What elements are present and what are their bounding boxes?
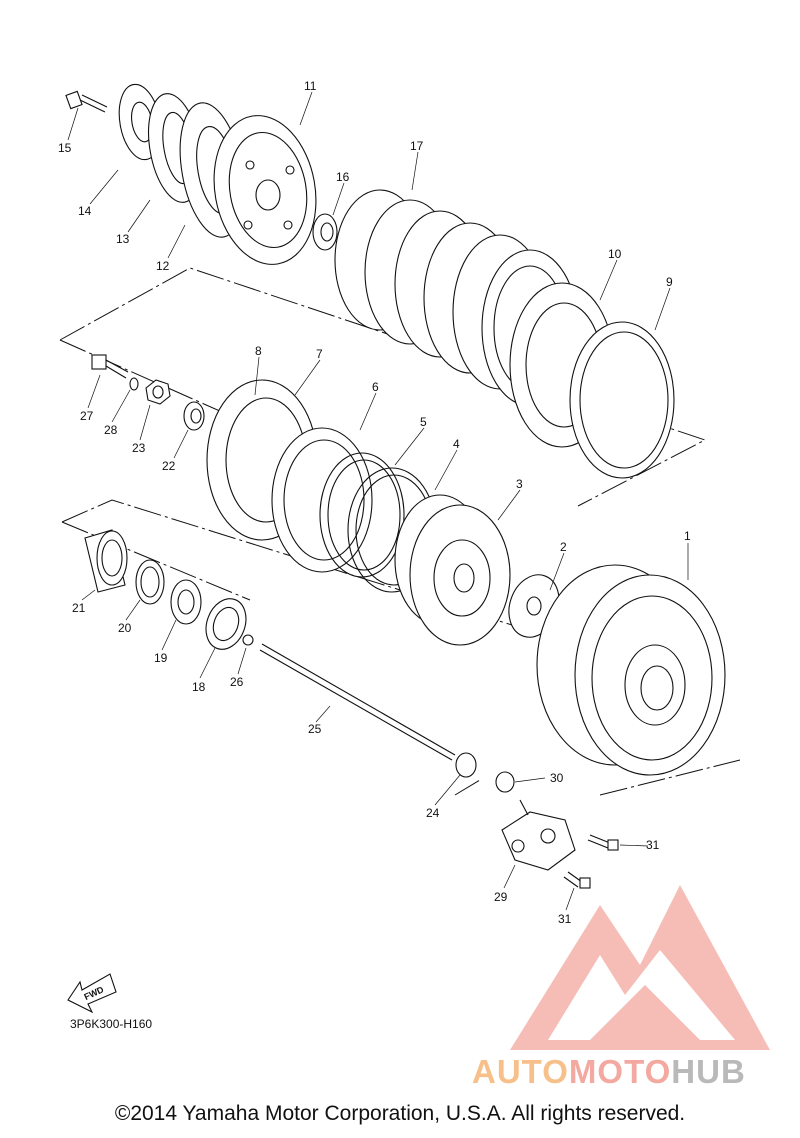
part-19-bearing <box>170 579 202 625</box>
label-8: 8 <box>255 344 262 358</box>
part-29-release-lever <box>501 799 576 871</box>
label-31-lower: 31 <box>558 912 572 926</box>
label-31-upper: 31 <box>646 838 660 852</box>
label-4: 4 <box>453 437 460 451</box>
watermark-part-moto: MOTO <box>568 1053 672 1090</box>
label-3: 3 <box>516 477 523 491</box>
part-21-sleeve <box>84 529 128 593</box>
part-18-washer <box>205 598 247 650</box>
label-16: 16 <box>336 170 350 184</box>
label-12: 12 <box>156 259 170 273</box>
part-labels: 1 2 3 4 5 6 7 8 9 10 11 12 13 14 15 16 1… <box>58 79 691 926</box>
diagram-code: 3P6K300-H160 <box>70 1017 153 1031</box>
watermark-text: AUTOMOTOHUB <box>472 1053 746 1091</box>
label-28: 28 <box>104 423 118 437</box>
part-3-clutch-boss <box>394 494 511 646</box>
label-9: 9 <box>666 275 673 289</box>
label-18: 18 <box>192 680 206 694</box>
part-6-plate <box>271 427 373 573</box>
part-31-bolt-lower <box>563 871 591 889</box>
watermark-logo <box>510 885 770 1050</box>
label-30: 30 <box>550 771 564 785</box>
label-25: 25 <box>308 722 322 736</box>
part-24-push-rod-end <box>455 752 477 778</box>
part-15-bolt <box>65 90 108 113</box>
leader-lines <box>67 91 689 911</box>
label-13: 13 <box>116 232 130 246</box>
part-5-spring <box>319 452 405 578</box>
label-14: 14 <box>78 204 92 218</box>
label-5: 5 <box>420 415 427 429</box>
label-21: 21 <box>72 601 86 615</box>
part-23-nut <box>145 379 171 405</box>
label-22: 22 <box>162 459 176 473</box>
part-30-collar <box>495 771 515 793</box>
label-19: 19 <box>154 651 168 665</box>
label-1: 1 <box>684 529 691 543</box>
label-17: 17 <box>410 139 424 153</box>
copyright-notice: ©2014 Yamaha Motor Corporation, U.S.A. A… <box>114 1102 686 1125</box>
part-28-o-ring <box>129 377 139 391</box>
part-25-push-rod <box>259 643 456 761</box>
watermark-part-auto: AUTO <box>472 1053 569 1090</box>
label-15: 15 <box>58 141 72 155</box>
part-22-lock-washer <box>183 401 205 431</box>
label-23: 23 <box>132 441 146 455</box>
label-27: 27 <box>80 409 94 423</box>
label-26: 26 <box>230 675 244 689</box>
label-10: 10 <box>608 247 622 261</box>
label-24: 24 <box>426 806 440 820</box>
label-7: 7 <box>316 347 323 361</box>
part-1-primary-driven-gear <box>536 564 726 776</box>
part-27-bolt <box>91 354 129 379</box>
part-16-bearing <box>312 213 338 251</box>
label-2: 2 <box>560 540 567 554</box>
label-29: 29 <box>494 890 508 904</box>
part-31-bolt-upper <box>587 834 619 851</box>
watermark-part-hub: HUB <box>671 1053 746 1090</box>
fwd-arrow: FWD <box>67 973 117 1014</box>
part-20-collar <box>135 559 165 605</box>
label-6: 6 <box>372 380 379 394</box>
label-11: 11 <box>304 79 317 93</box>
part-9-friction-plate <box>569 321 675 479</box>
part-26-ball <box>242 634 254 646</box>
part-11-pressure-plate <box>213 115 317 265</box>
label-20: 20 <box>118 621 132 635</box>
